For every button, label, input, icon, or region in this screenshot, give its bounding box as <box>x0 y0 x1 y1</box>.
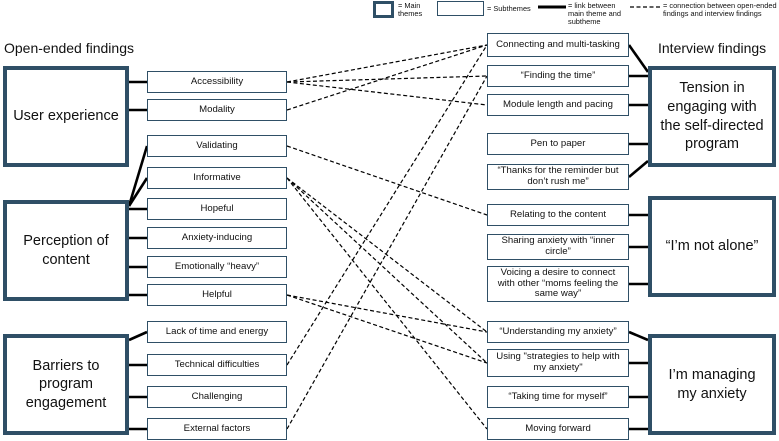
subtheme-voicing-desire-to-connect: Voicing a desire to connect with other “… <box>487 266 629 302</box>
subtheme-modality: Modality <box>147 99 287 121</box>
subtheme-external-factors: External factors <box>147 418 287 440</box>
main-theme-user-experience: User experience <box>3 66 129 167</box>
legend-sub-label: = Subthemes <box>487 4 531 13</box>
connection-validating-relating <box>286 145 488 216</box>
subtheme-helpful: Helpful <box>147 284 287 306</box>
legend-dashed-label: = connection between open-ended findings… <box>663 1 777 18</box>
link-managing-understanding <box>628 330 649 342</box>
connection-external-finding-time <box>286 75 488 430</box>
subtheme-pen-to-paper: Pen to paper <box>487 133 629 155</box>
subtheme-lack-of-time-and-energy: Lack of time and energy <box>147 321 287 343</box>
legend-solid-label: = link between main theme and subtheme <box>568 1 621 26</box>
main-theme-managing-my-anxiety: I’m managing my anxiety <box>648 334 776 435</box>
subtheme-anxiety-inducing: Anxiety-inducing <box>147 227 287 249</box>
subtheme-emotionally-heavy: Emotionally “heavy” <box>147 256 287 278</box>
subtheme-connecting-and-multitasking: Connecting and multi-tasking <box>487 33 629 57</box>
open-ended-findings-header: Open-ended findings <box>4 40 134 56</box>
connection-technical-multitasking <box>286 44 488 366</box>
legend-main-label: = Main themes <box>398 1 423 18</box>
subtheme-technical-difficulties: Technical difficulties <box>147 354 287 376</box>
link-perception-of-content-validating <box>127 145 149 207</box>
subtheme-challenging: Challenging <box>147 386 287 408</box>
subtheme-module-length-and-pacing: Module length and pacing <box>487 94 629 116</box>
subtheme-informative: Informative <box>147 167 287 189</box>
interview-findings-header: Interview findings <box>658 40 767 56</box>
legend-main-swatch <box>373 1 394 18</box>
connection-helpful-strategies <box>286 294 488 364</box>
main-theme-barriers-to-program-engagement: Barriers to program engagement <box>3 334 129 435</box>
subtheme-hopeful: Hopeful <box>147 198 287 220</box>
subtheme-finding-the-time: “Finding the time” <box>487 65 629 87</box>
connection-informative-moving-forward <box>286 177 488 430</box>
link-perception-of-content-informative <box>127 177 149 207</box>
main-theme-not-alone: “I’m not alone” <box>648 196 776 297</box>
subtheme-taking-time-for-myself: “Taking time for myself” <box>487 386 629 408</box>
connection-accessibility-module-length <box>286 81 488 106</box>
connection-helpful-understanding <box>286 294 488 333</box>
subtheme-accessibility: Accessibility <box>147 71 287 93</box>
link-barriers-lack-of-time <box>128 330 148 342</box>
main-theme-tension-in-engaging: Tension in engaging with the self-direct… <box>648 66 776 167</box>
connection-informative-strategies <box>286 177 488 364</box>
legend-sub-swatch <box>437 1 484 16</box>
subtheme-thanks-for-the-reminder: “Thanks for the reminder but don’t rush … <box>487 164 629 190</box>
subtheme-relating-to-the-content: Relating to the content <box>487 204 629 226</box>
main-theme-perception-of-content: Perception of content <box>3 200 129 301</box>
connection-modality-multitasking <box>286 44 488 111</box>
solid-links <box>127 44 650 431</box>
connection-informative-understanding <box>286 177 488 333</box>
connection-accessibility-finding-time <box>286 75 488 83</box>
subtheme-validating: Validating <box>147 135 287 157</box>
subtheme-sharing-anxiety-with-inner-circle: Sharing anxiety with “inner circle” <box>487 234 629 260</box>
link-tension-thanks-reminder <box>628 160 649 178</box>
link-tension-multitasking <box>627 44 650 73</box>
subtheme-understanding-my-anxiety: “Understanding my anxiety” <box>487 321 629 343</box>
connection-accessibility-multitasking <box>286 44 488 83</box>
subtheme-moving-forward: Moving forward <box>487 418 629 440</box>
dashed-links <box>286 44 488 430</box>
subtheme-using-strategies: Using "strategies to help with my anxiet… <box>487 349 629 377</box>
